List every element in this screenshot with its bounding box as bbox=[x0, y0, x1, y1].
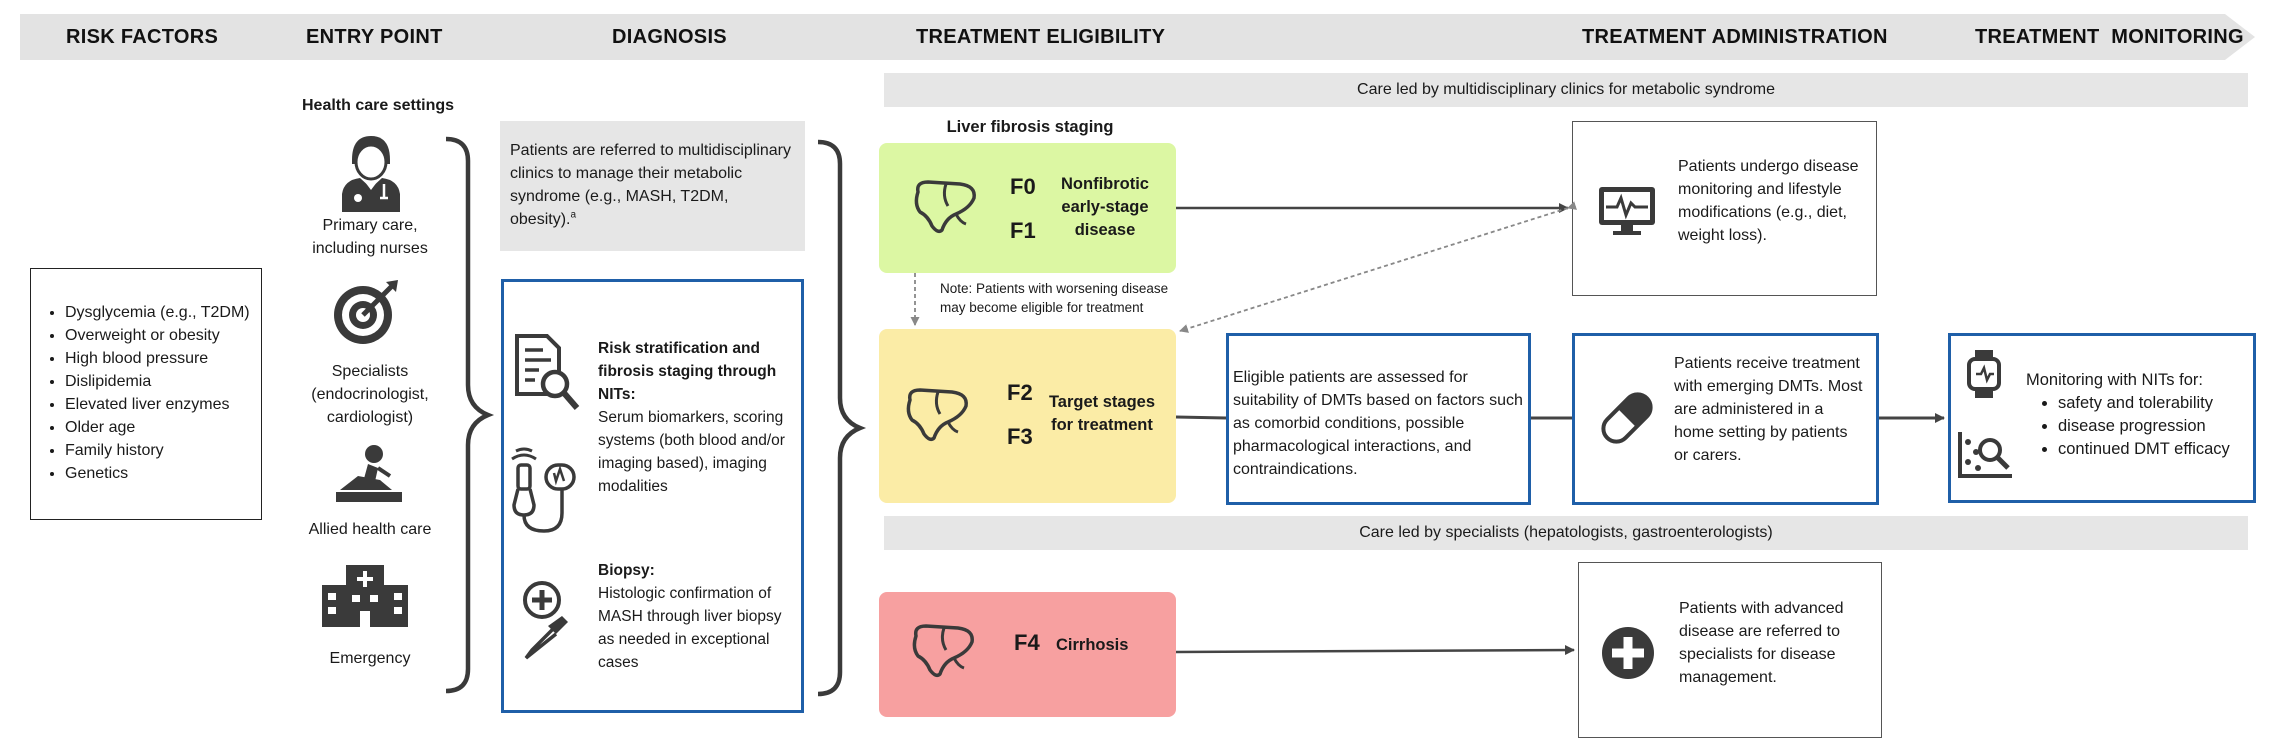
specialists-label: Specialists (endocrinologist, cardiologi… bbox=[311, 363, 429, 426]
header-risk-factors: RISK FACTORS bbox=[66, 26, 219, 48]
medical-cross-icon bbox=[1602, 627, 1654, 679]
entry-brace bbox=[445, 136, 495, 694]
diagnostics-box bbox=[501, 279, 804, 713]
header-treatment-eligibility: TREATMENT ELIGIBILITY bbox=[916, 26, 1166, 48]
stage-f1-label: F1 bbox=[1010, 218, 1036, 243]
advanced-disease-box bbox=[1578, 562, 1882, 738]
stage-f2-label: F2 bbox=[1007, 380, 1033, 405]
hospital-icon bbox=[322, 565, 408, 627]
risk-stratification-body: Serum biomarkers, scoring systems (both … bbox=[598, 409, 785, 495]
nit-monitoring-item: disease progression bbox=[2058, 415, 2268, 438]
stage-f0-f1-box bbox=[879, 143, 1176, 273]
therapist-icon bbox=[336, 445, 402, 502]
phase-header-arrow bbox=[20, 14, 2255, 60]
allied-health-label: Allied health care bbox=[308, 521, 432, 538]
diagnosis-brace bbox=[817, 139, 867, 697]
risk-factor-item: Dislipidemia bbox=[65, 370, 251, 393]
stage-f4-label: F4 bbox=[1014, 630, 1040, 655]
dashed-arrow-lifestyle-to-target bbox=[1179, 201, 1577, 333]
target-stage-label: Target stages for treatment bbox=[1048, 393, 1156, 434]
lifestyle-monitoring-text: Patients undergo disease monitoring and … bbox=[1678, 158, 1859, 244]
risk-factor-item: Genetics bbox=[65, 462, 251, 485]
nit-monitoring-list: safety and tolerability disease progress… bbox=[2038, 392, 2268, 461]
connector-target-to-eligibility bbox=[1175, 415, 1227, 420]
pill-icon bbox=[1601, 392, 1653, 444]
referral-text: Patients are referred to multidisciplina… bbox=[510, 142, 792, 228]
document-search-icon bbox=[515, 334, 580, 410]
risk-factor-item: Dysglycemia (e.g., T2DM) bbox=[65, 301, 251, 324]
liver-icon bbox=[912, 624, 974, 678]
doctor-icon bbox=[342, 136, 400, 212]
eligibility-text: Eligible patients are assessed for suita… bbox=[1233, 369, 1523, 478]
cirrhosis-label: Cirrhosis bbox=[1056, 636, 1129, 654]
eligibility-box: Eligible patients are assessed for suita… bbox=[1226, 333, 1531, 505]
risk-factor-item: Family history bbox=[65, 439, 251, 462]
nit-monitoring-item: safety and tolerability bbox=[2058, 392, 2268, 415]
header-entry-point: ENTRY POINT bbox=[306, 26, 443, 48]
ultrasound-icon bbox=[511, 447, 576, 533]
biopsy-icon bbox=[523, 581, 568, 660]
biopsy-title: Biopsy: bbox=[598, 562, 655, 579]
care-band-multidisciplinary: Care led by multidisciplinary clinics fo… bbox=[884, 73, 2248, 107]
risk-factor-item: Elevated liver enzymes bbox=[65, 393, 251, 416]
referral-footnote-mark: a bbox=[570, 209, 577, 221]
stage-f3-label: F3 bbox=[1007, 424, 1033, 449]
header-treatment-monitoring: TREATMENT MONITORING bbox=[1975, 26, 2244, 48]
primary-care-label: Primary care, including nurses bbox=[312, 217, 428, 257]
liver-fibrosis-staging-title: Liver fibrosis staging bbox=[946, 118, 1114, 136]
administration-text: Patients receive treatment with emerging… bbox=[1674, 355, 1863, 464]
risk-factors-box: Dysglycemia (e.g., T2DM) Overweight or o… bbox=[30, 268, 262, 520]
early-stage-label: Nonfibrotic early-stage disease bbox=[1061, 175, 1149, 239]
chart-search-icon bbox=[1958, 432, 2012, 478]
target-icon bbox=[334, 280, 398, 344]
health-care-settings-title: Health care settings bbox=[302, 97, 455, 114]
biopsy-body: Histologic confirmation of MASH through … bbox=[598, 585, 782, 671]
referral-box: Patients are referred to multidisciplina… bbox=[500, 121, 805, 251]
nit-monitoring-box bbox=[1948, 333, 2256, 503]
stage-f0-label: F0 bbox=[1010, 174, 1036, 199]
risk-factor-item: High blood pressure bbox=[65, 347, 251, 370]
advanced-disease-text: Patients with advanced disease are refer… bbox=[1679, 600, 1844, 686]
stage-f2-f3-box bbox=[879, 329, 1176, 503]
liver-icon bbox=[906, 388, 968, 442]
risk-stratification-title: Risk stratification and fibrosis staging… bbox=[598, 340, 777, 403]
stage-f4-box bbox=[879, 592, 1176, 717]
monitor-icon bbox=[1599, 187, 1655, 235]
care-band-specialists: Care led by specialists (hepatologists, … bbox=[884, 516, 2248, 550]
liver-icon bbox=[914, 180, 976, 234]
administration-box bbox=[1572, 333, 1879, 505]
worsening-note: Note: Patients with worsening disease ma… bbox=[940, 281, 1169, 315]
risk-factor-item: Older age bbox=[65, 416, 251, 439]
nit-monitoring-item: continued DMT efficacy bbox=[2058, 438, 2268, 461]
nit-monitoring-title: Monitoring with NITs for: bbox=[2026, 371, 2203, 389]
header-diagnosis: DIAGNOSIS bbox=[612, 26, 727, 48]
arrow-cirrhosis-to-specialists bbox=[1175, 645, 1575, 656]
emergency-label: Emergency bbox=[329, 650, 411, 667]
smartwatch-icon bbox=[1967, 350, 2001, 398]
risk-factors-list: Dysglycemia (e.g., T2DM) Overweight or o… bbox=[45, 301, 251, 485]
risk-factor-item: Overweight or obesity bbox=[65, 324, 251, 347]
header-treatment-administration: TREATMENT ADMINISTRATION bbox=[1582, 26, 1888, 48]
